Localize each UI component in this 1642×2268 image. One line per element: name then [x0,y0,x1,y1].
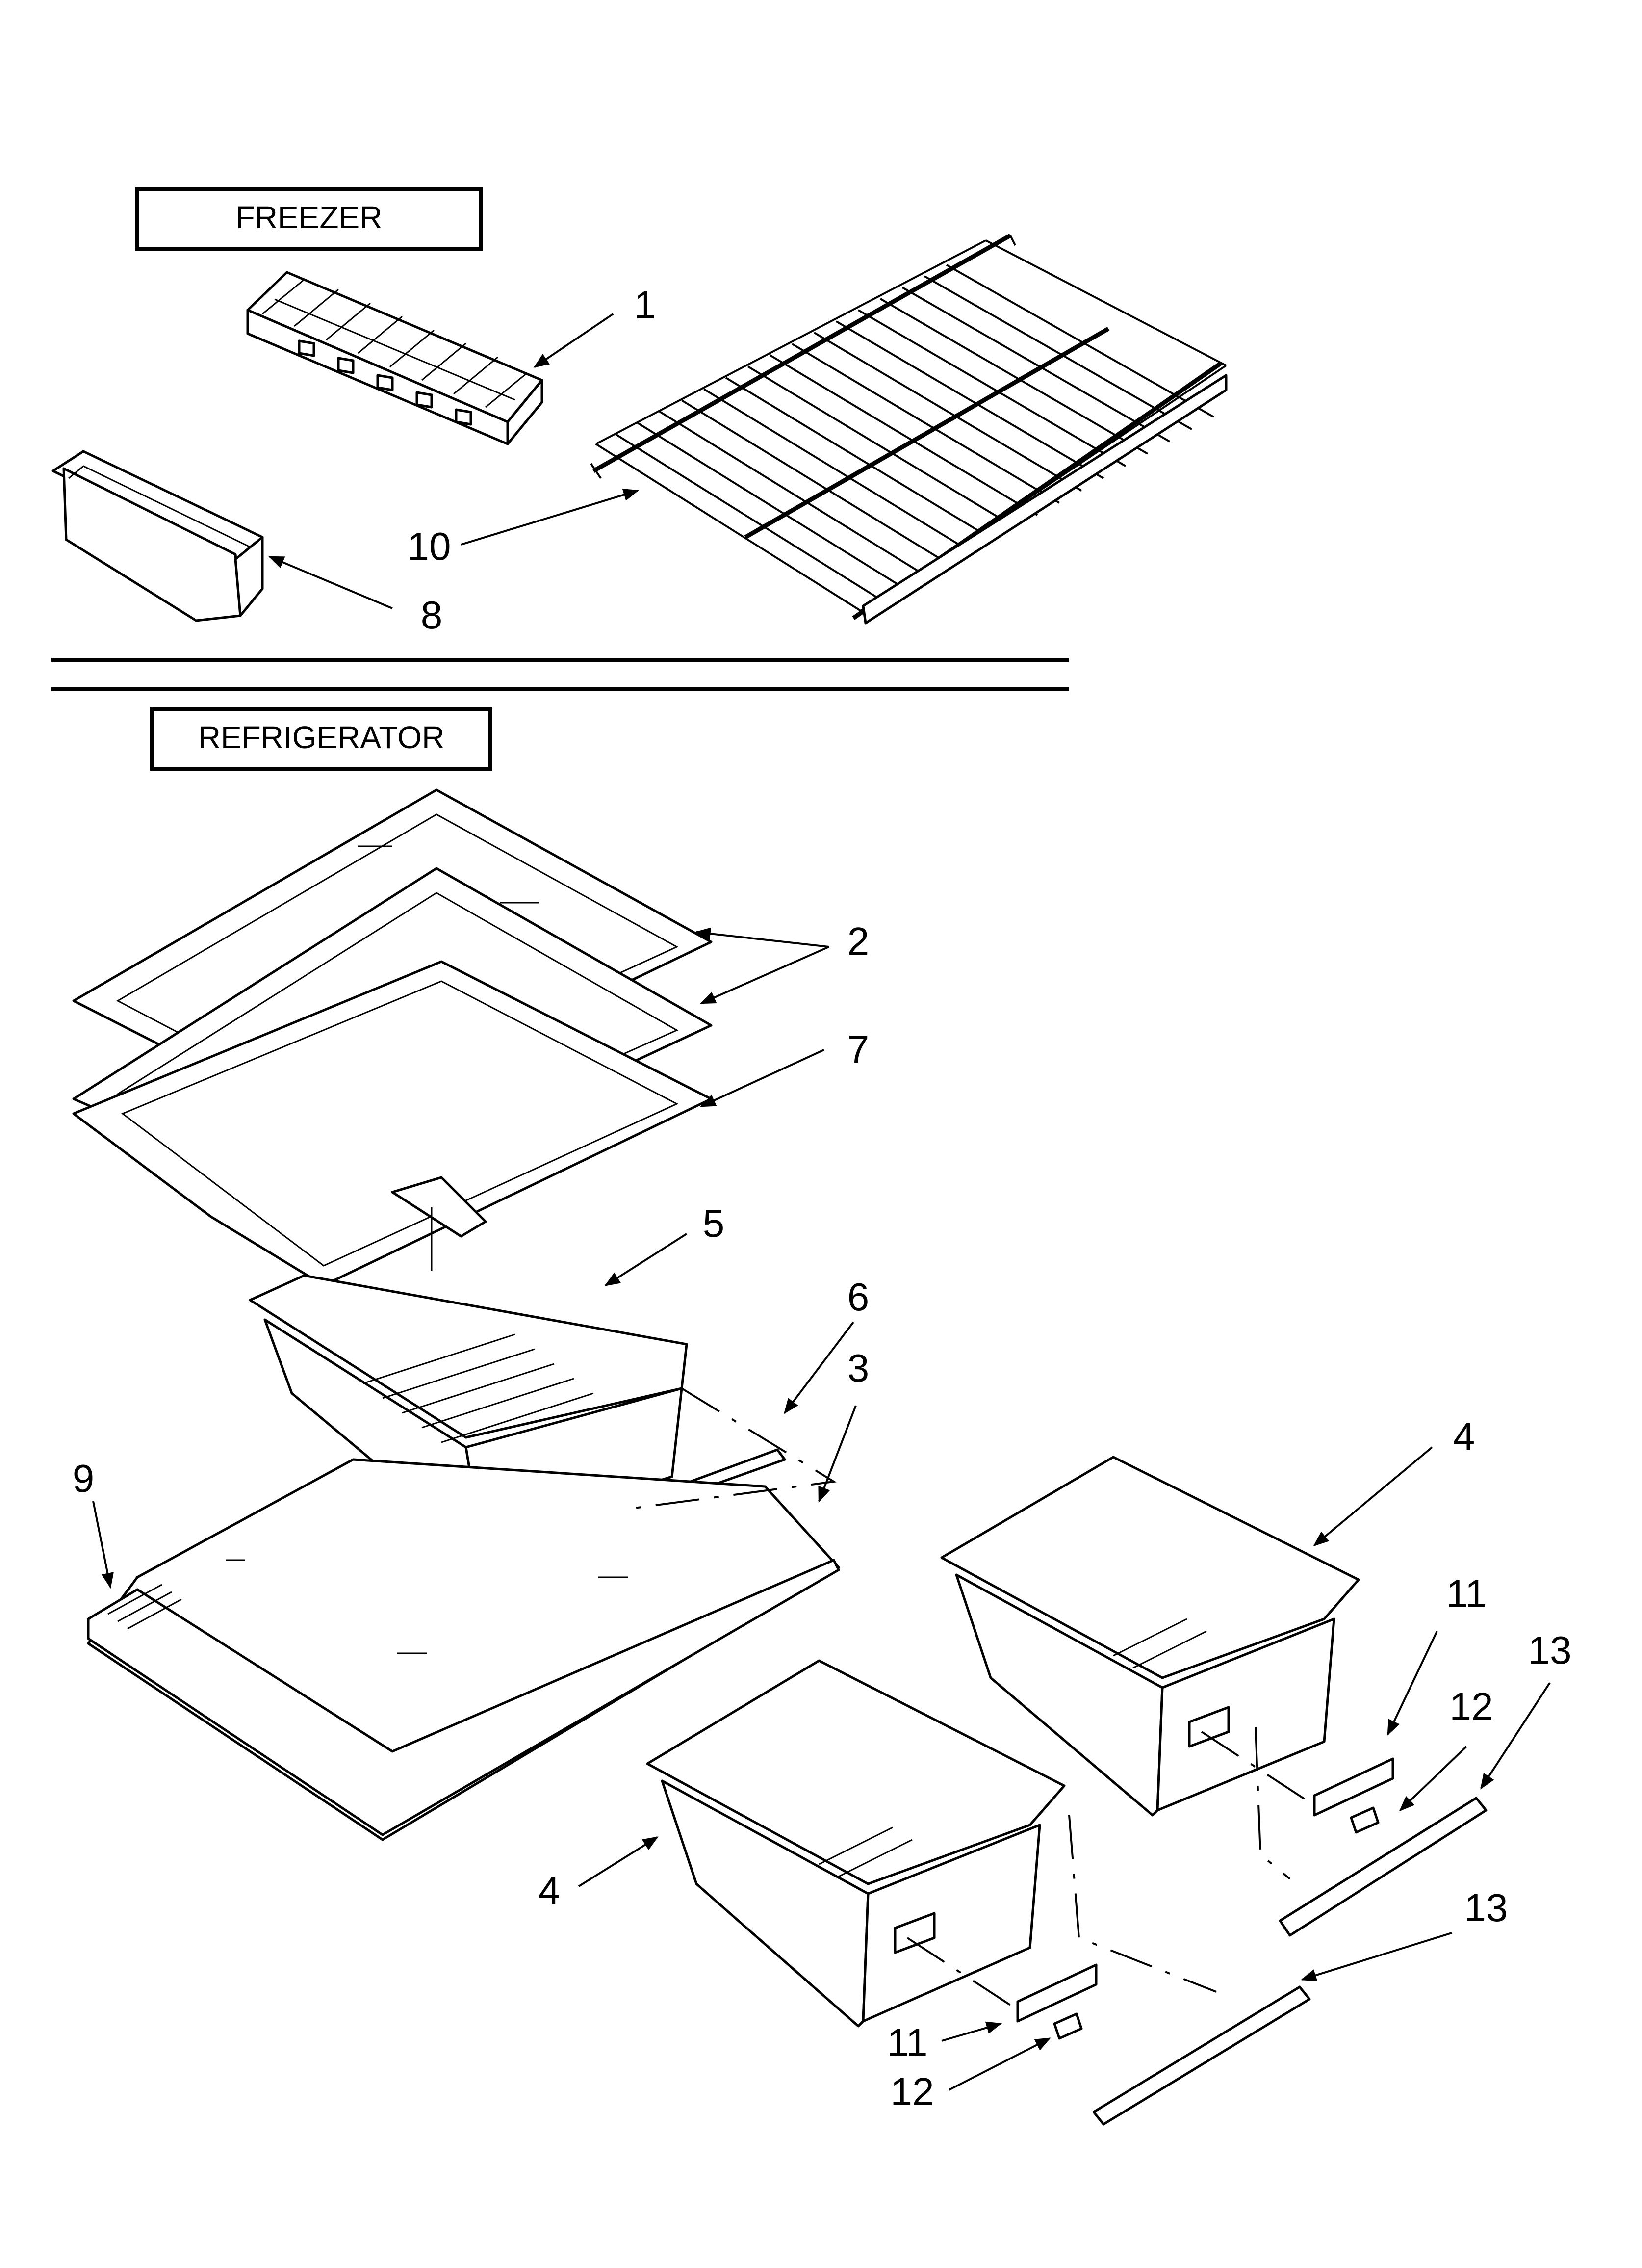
section-divider [51,658,1069,691]
part-clips [1016,1757,1394,2040]
part-ice-tray [246,271,543,445]
refrigerator-label-text: REFRIGERATOR [198,720,445,755]
freezer-label-text: FREEZER [236,200,383,235]
part-crisper-drawer-lower [646,1659,1066,2028]
part-freezer-wire-shelf [590,234,1228,625]
callout-13-upper: 13 [1528,1628,1572,1672]
callout-12-upper: 12 [1450,1685,1493,1728]
callout-numbers: 1 2 3 4 4 5 6 7 8 9 10 11 11 12 12 13 13 [73,283,1572,2113]
callout-4-upper: 4 [1453,1415,1475,1459]
callout-1: 1 [634,283,656,327]
callout-6: 6 [847,1275,870,1319]
callout-11-lower: 11 [887,2021,927,2064]
callout-3: 3 [847,1346,870,1390]
part-crisper-drawer-upper [940,1456,1360,1817]
callout-9: 9 [73,1457,95,1500]
part-drawer-trims [1092,1797,1488,2126]
callout-10: 10 [408,524,451,568]
connection-lines [630,1387,1315,2012]
callout-4-lower: 4 [539,1869,561,1912]
part-crisper-cover [87,1458,840,1841]
callout-11-upper: 11 [1446,1572,1487,1616]
leader-lines [92,313,1551,2091]
callout-8: 8 [421,593,443,637]
part-door-bin [51,450,264,622]
callout-2: 2 [847,919,870,963]
callout-5: 5 [703,1201,725,1245]
refrigerator-section-label: REFRIGERATOR [150,707,492,771]
part-crisper-cover-frame [72,960,713,1287]
freezer-section-label: FREEZER [135,187,483,251]
callout-13-lower: 13 [1464,1886,1508,1929]
callout-7: 7 [847,1027,870,1071]
callout-12-lower: 12 [891,2070,934,2113]
